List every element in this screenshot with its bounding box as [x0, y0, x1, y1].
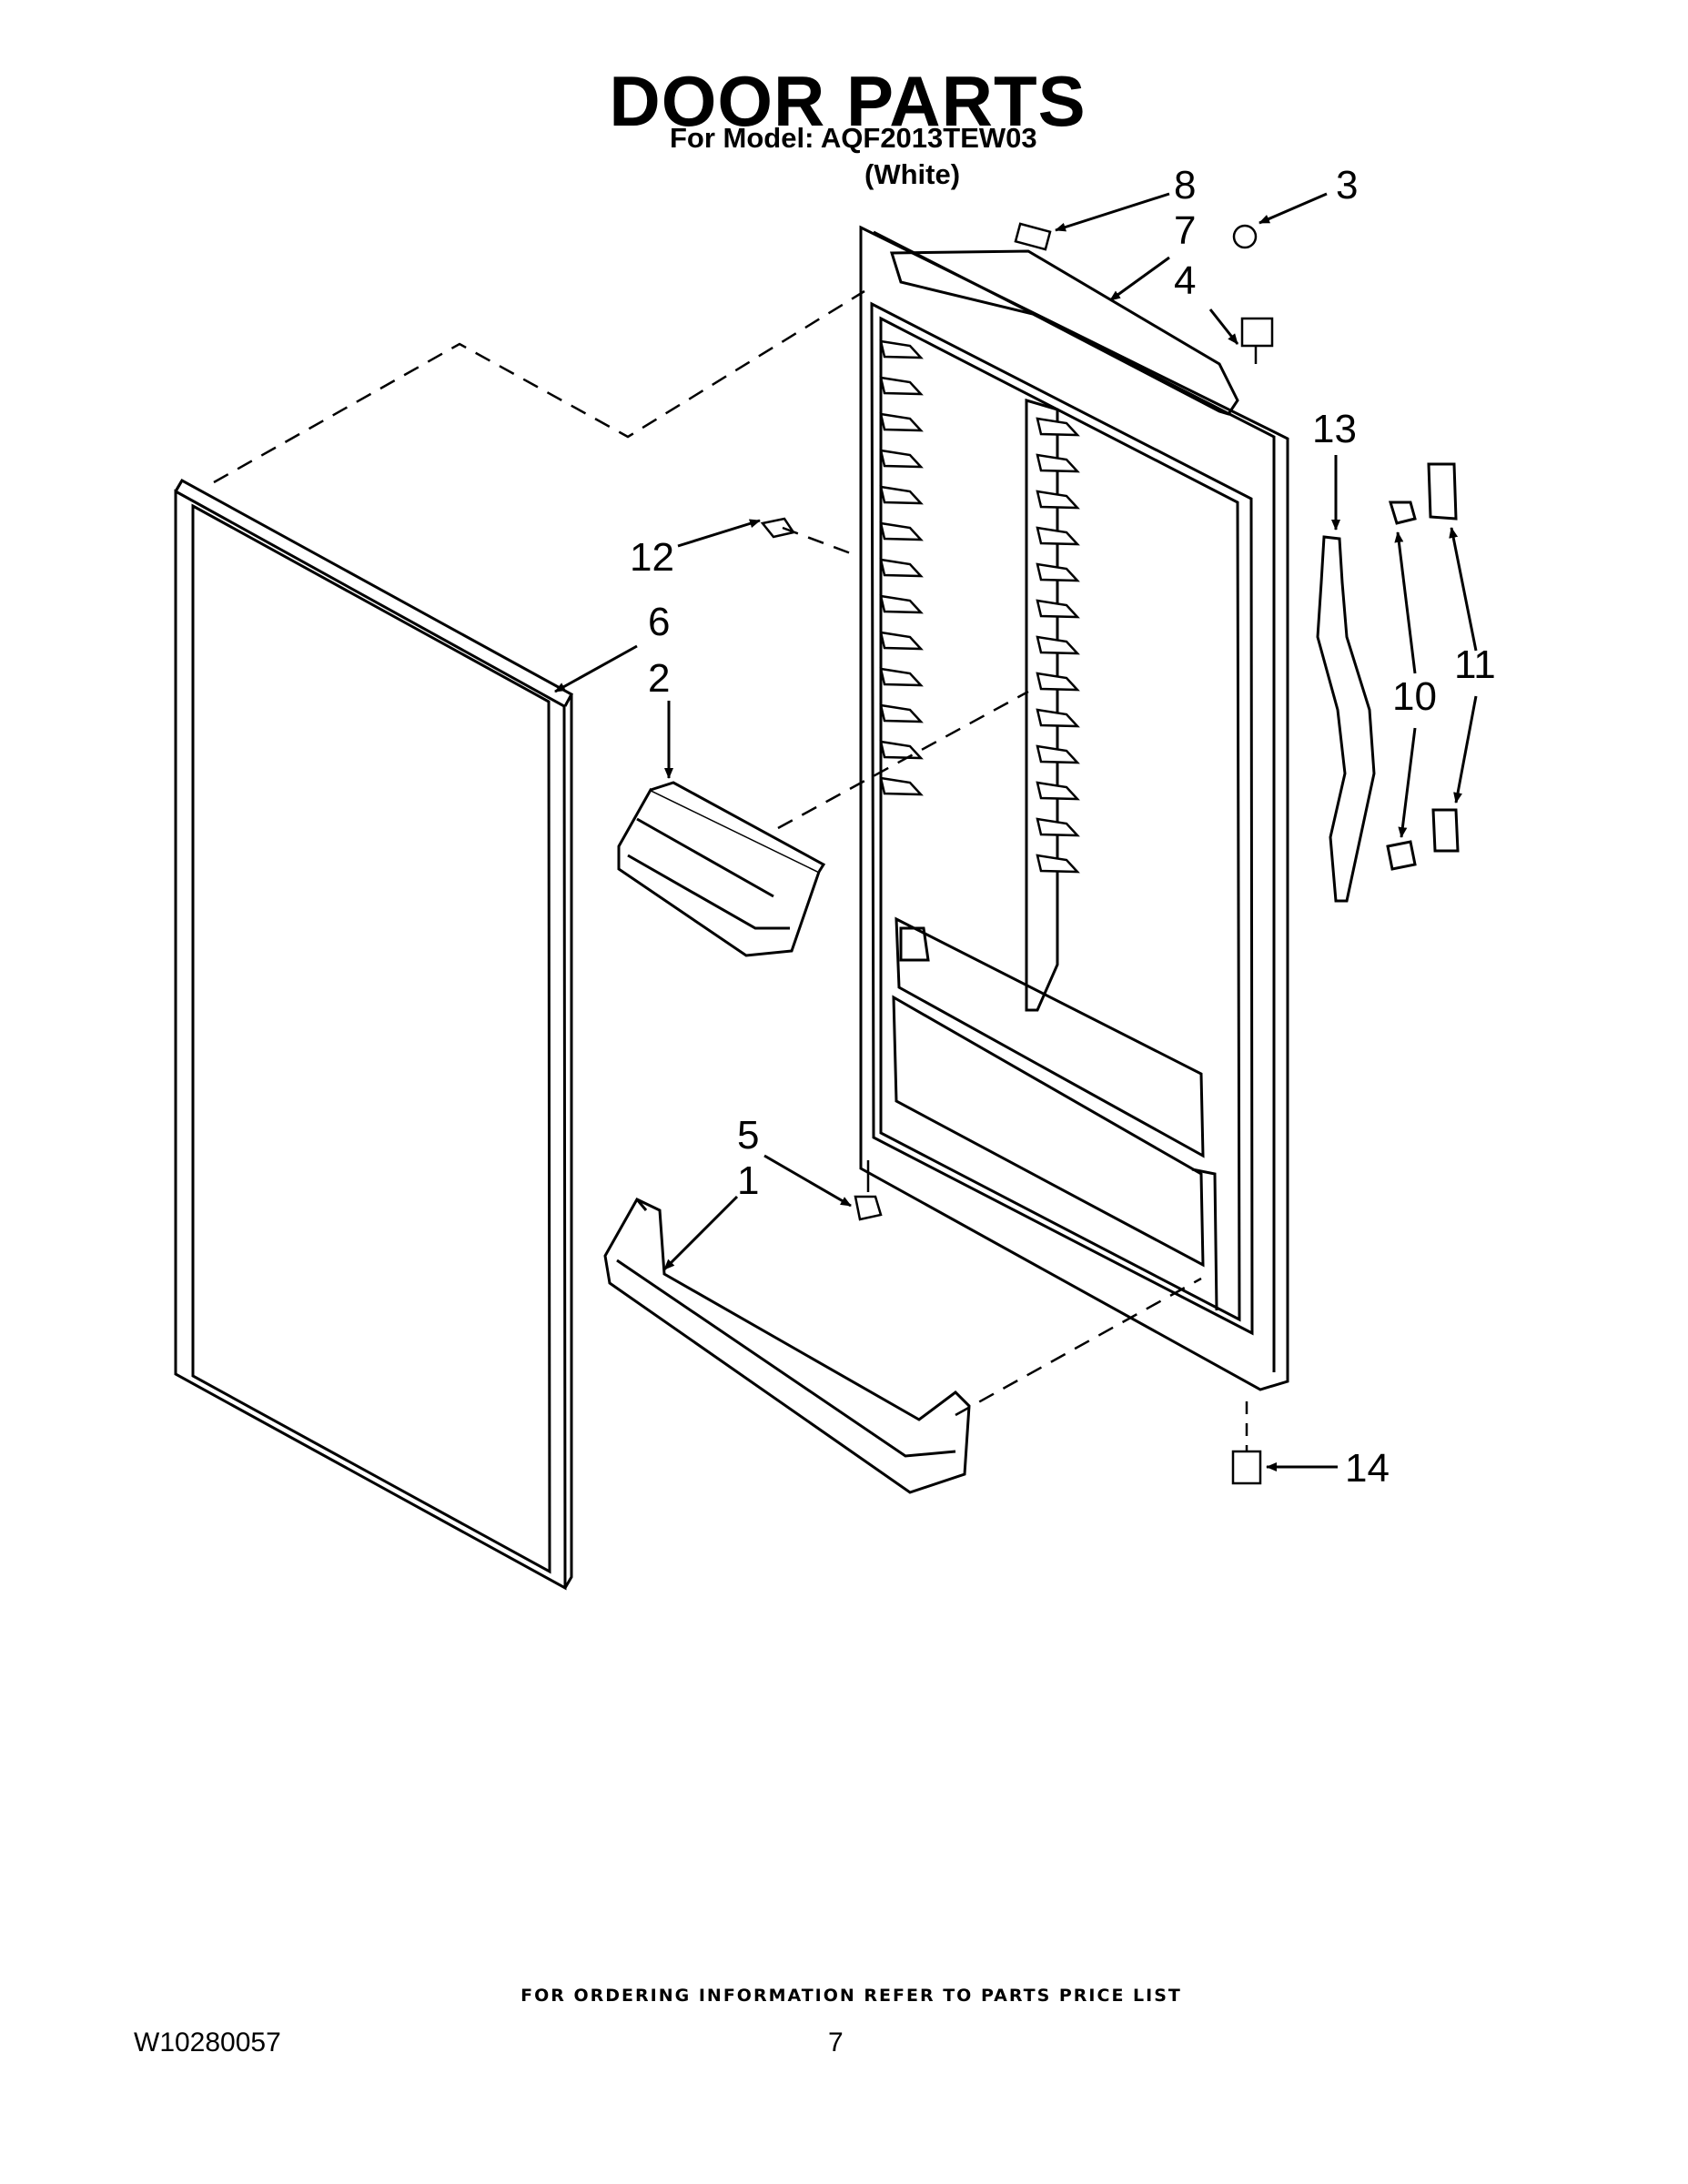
part-callout-6: 6 [648, 600, 670, 644]
arrow-1 [662, 1195, 739, 1271]
small-parts-drawing [760, 222, 1274, 1485]
callout-arrows [554, 192, 1478, 1471]
arrow-10-down [1398, 727, 1417, 838]
arrow-4 [1208, 308, 1239, 345]
page-title: DOOR PARTS [609, 61, 1087, 141]
part-callout-1: 1 [737, 1158, 759, 1203]
door-bin-drawing [617, 781, 826, 957]
screw-top [1388, 500, 1417, 525]
part-callout-11: 11 [1454, 642, 1496, 687]
label-part-8 [1014, 222, 1052, 251]
arrow-10-up [1394, 531, 1417, 674]
arrow-6 [554, 644, 638, 693]
part-callout-3: 3 [1336, 163, 1358, 207]
liner-ribs-center [1036, 417, 1080, 874]
door-stop-part-5 [854, 1195, 883, 1221]
door-liner-drawing [859, 225, 1289, 1391]
arrow-3 [1258, 192, 1328, 225]
door-handle-drawing [1316, 462, 1460, 903]
assembly-lines [213, 289, 1202, 1417]
arrow-11-up [1449, 527, 1478, 652]
liner-ribs-left [879, 339, 924, 796]
part-callout-13: 13 [1312, 407, 1357, 451]
screw-bottom [1386, 840, 1417, 871]
model-variant: (White) [864, 158, 961, 190]
arrow-8 [1055, 192, 1170, 232]
arrow-7 [1109, 256, 1170, 302]
part-callout-8: 8 [1174, 163, 1196, 207]
clip-part-12 [760, 517, 796, 539]
part-callouts: 8 3 7 4 13 11 10 12 6 2 5 1 14 [630, 163, 1496, 1491]
part-callout-10: 10 [1392, 674, 1437, 719]
arrow-11-down [1453, 695, 1478, 804]
page-number: 7 [828, 2027, 844, 2058]
document-number: W10280057 [134, 2027, 281, 2058]
part-callout-5: 5 [737, 1113, 759, 1158]
ordering-note: FOR ORDERING INFORMATION REFER TO PARTS … [521, 1986, 1182, 2006]
door-gasket-drawing [174, 478, 574, 1591]
part-callout-12: 12 [630, 535, 674, 580]
arrow-12 [677, 519, 761, 548]
top-hinge-part-4 [1240, 317, 1274, 348]
part-callout-7: 7 [1174, 208, 1196, 253]
end-cap-bottom [1431, 808, 1460, 853]
lower-door-bin-drawing [603, 1198, 971, 1494]
model-line: For Model: AQF2013TEW03 [670, 122, 1037, 154]
end-cap-top [1427, 462, 1458, 521]
part-callout-14: 14 [1345, 1446, 1390, 1491]
part-callout-4: 4 [1174, 258, 1196, 303]
hinge-cap-part-3 [1232, 224, 1258, 249]
arrow-5 [763, 1154, 852, 1208]
bottom-hinge-part-14 [1231, 1450, 1262, 1485]
part-callout-2: 2 [648, 656, 670, 701]
